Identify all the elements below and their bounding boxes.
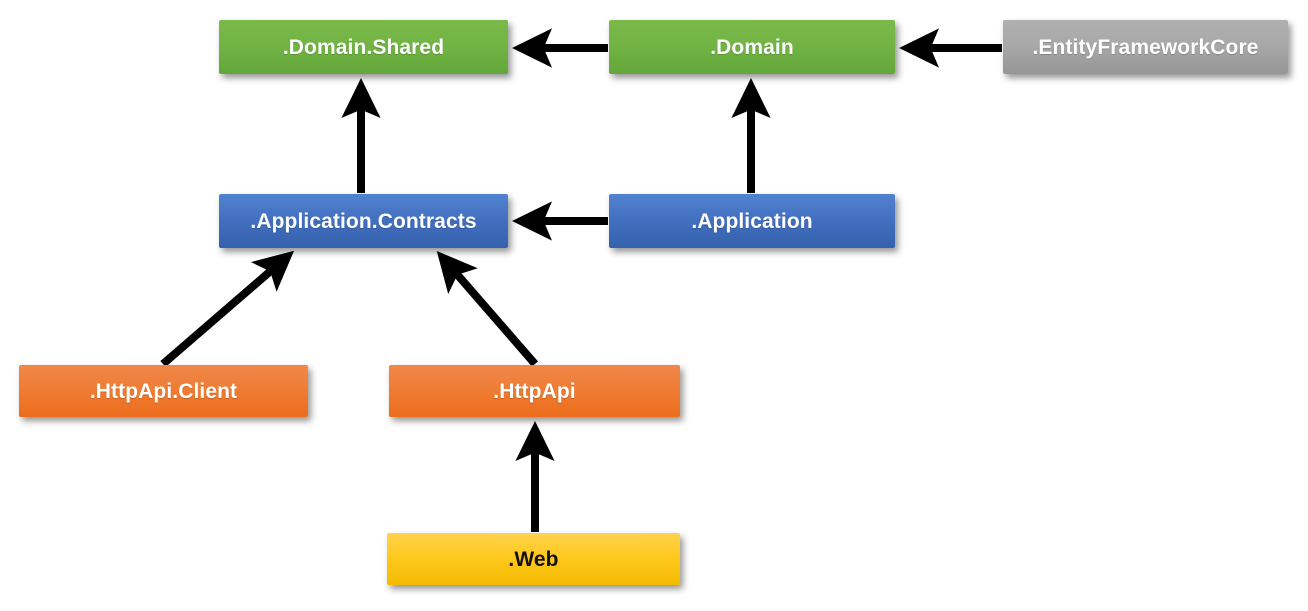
node-application[interactable]: .Application xyxy=(609,194,895,248)
node-label: .HttpApi xyxy=(493,379,576,403)
edge-http-api-client-to-application-contracts xyxy=(160,250,295,368)
node-label: .Application xyxy=(691,209,813,233)
node-domain[interactable]: .Domain xyxy=(609,20,895,74)
node-label: .Domain.Shared xyxy=(282,35,445,59)
node-web[interactable]: .Web xyxy=(387,533,680,585)
node-label: .Domain xyxy=(710,35,794,59)
node-label: .Application.Contracts xyxy=(250,209,477,233)
edge-http-api-to-application-contracts xyxy=(436,250,539,367)
node-http-api[interactable]: .HttpApi xyxy=(389,365,680,417)
node-domain-shared[interactable]: .Domain.Shared xyxy=(219,20,508,74)
node-application-contracts[interactable]: .Application.Contracts xyxy=(219,194,508,248)
node-http-api-client[interactable]: .HttpApi.Client xyxy=(19,365,308,417)
node-label: .Web xyxy=(508,547,559,571)
node-label: .EntityFrameworkCore xyxy=(1032,35,1259,59)
node-entity-framework-core[interactable]: .EntityFrameworkCore xyxy=(1003,20,1288,74)
node-label: .HttpApi.Client xyxy=(89,379,238,403)
